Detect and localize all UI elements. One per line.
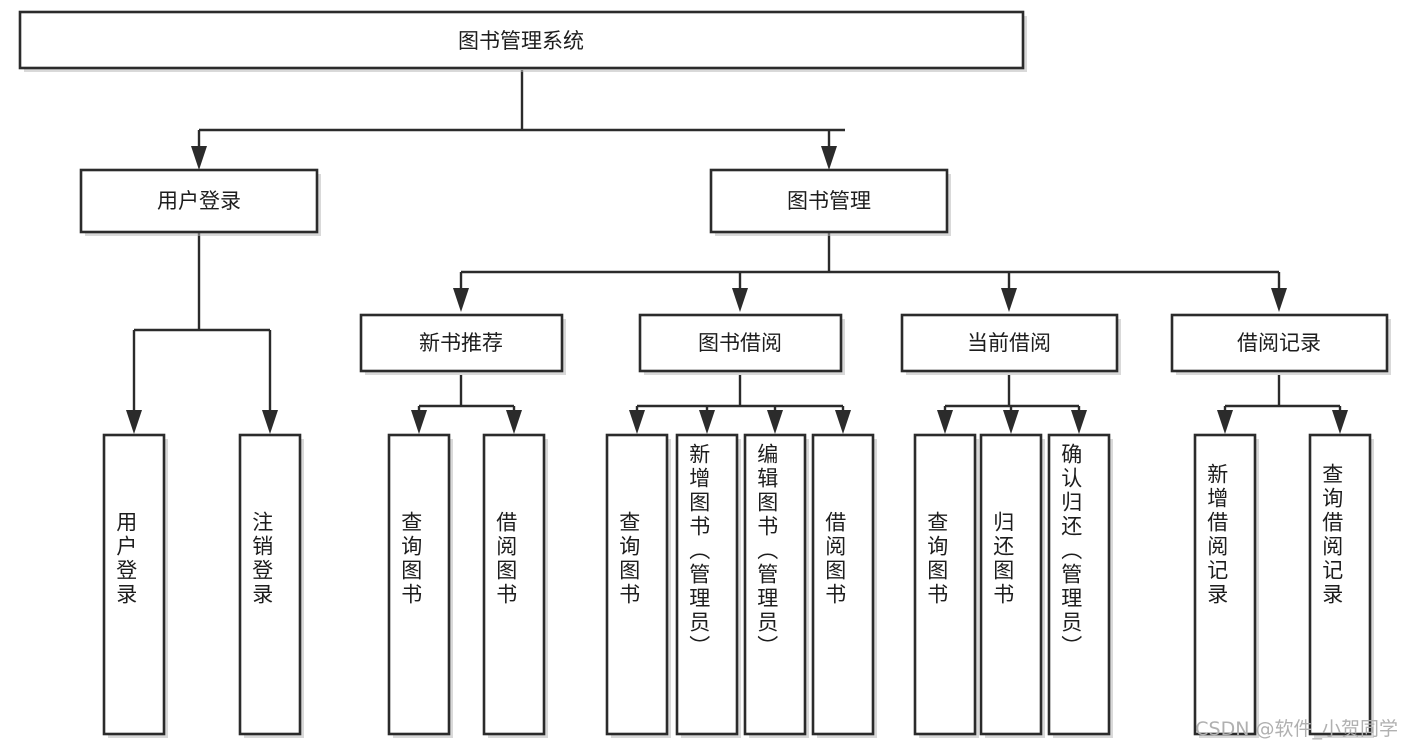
node-book-borrow[interactable]: 图书借阅 [638,313,845,375]
leaf-user-login[interactable]: 用户登录 [102,433,168,738]
node-label-borrow-record: 借阅记录 [1237,331,1321,355]
connectors-currentborrow-to-leaves [937,375,1087,434]
node-label-book-manage: 图书管理 [787,189,871,213]
arrow-to-book-borrow [732,288,748,312]
connectors-bookmanage-to-level3 [453,233,1287,312]
arrow-to-leaf-add-book [699,410,715,434]
leaf-query-book-current[interactable]: 查询图书 [913,433,979,738]
arrow-to-leaf-query-book-c [937,410,953,434]
arrow-to-leaf-query-book-a [411,410,427,434]
node-current-borrow[interactable]: 当前借阅 [900,313,1121,375]
arrow-to-leaf-query-record [1332,410,1348,434]
leaf-label-query-book-recommend: 查询图书 [399,511,423,607]
leaf-label-add-book: 新增图书（管理员） [687,443,711,659]
leaf-query-book-recommend[interactable]: 查询图书 [387,433,453,738]
node-label-book-borrow: 图书借阅 [698,331,782,355]
arrow-to-leaf-borrow-book-b [835,410,851,434]
leaf-add-borrow-record[interactable]: 新增借阅记录 [1193,433,1259,738]
connectors-bookborrow-to-leaves [629,375,851,434]
leaf-label-user-login: 用户登录 [114,511,138,607]
leaf-label-return-book: 归还图书 [991,511,1015,607]
arrow-to-leaf-add-record [1217,410,1233,434]
arrow-to-user-login [191,146,207,170]
leaf-label-query-book-current: 查询图书 [925,511,949,607]
leaf-label-confirm-return: 确认归还（管理员） [1059,443,1083,659]
node-user-login[interactable]: 用户登录 [79,168,321,236]
arrow-to-book-manage [821,146,837,170]
leaf-query-borrow-record[interactable]: 查询借阅记录 [1308,433,1374,738]
arrow-to-leaf-logout [262,410,278,434]
leaf-label-query-book-borrow: 查询图书 [617,511,641,607]
leaf-query-book-borrow[interactable]: 查询图书 [605,433,671,738]
leaf-label-edit-book: 编辑图书（管理员） [755,443,779,659]
node-book-manage[interactable]: 图书管理 [709,168,951,236]
connectors-root-to-level2 [191,70,845,170]
connectors-borrowrecord-to-leaves [1217,375,1348,434]
node-borrow-record[interactable]: 借阅记录 [1170,313,1391,375]
arrow-to-leaf-borrow-book-a [506,410,522,434]
connectors-userlogin-to-leaves [126,233,278,434]
leaf-borrow-book-recommend[interactable]: 借阅图书 [482,433,548,738]
leaf-borrow-book[interactable]: 借阅图书 [811,433,877,738]
arrow-to-leaf-user-login [126,410,142,434]
node-label-root: 图书管理系统 [458,29,584,53]
leaf-edit-book[interactable]: 编辑图书（管理员） [743,433,809,738]
csdn-watermark: CSDN @软件_小贺同学 [1195,718,1398,740]
leaf-label-borrow-book-recommend: 借阅图书 [494,511,518,607]
arrow-to-current-borrow [1001,288,1017,312]
arrow-to-new-book [453,288,469,312]
arrow-to-borrow-record [1271,288,1287,312]
leaf-return-book[interactable]: 归还图书 [979,433,1045,738]
connectors-newbook-to-leaves [411,375,522,434]
leaf-logout[interactable]: 注销登录 [238,433,304,738]
arrow-to-leaf-return-book [1003,410,1019,434]
arrow-to-leaf-confirm-return [1071,410,1087,434]
leaf-label-add-borrow-record: 新增借阅记录 [1205,463,1229,607]
node-label-user-login: 用户登录 [157,189,241,213]
arrow-to-leaf-query-book-b [629,410,645,434]
arrow-to-leaf-edit-book [767,410,783,434]
leaf-label-logout: 注销登录 [250,511,274,607]
node-root-system[interactable]: 图书管理系统 [18,10,1027,72]
node-label-current-borrow: 当前借阅 [967,331,1051,355]
node-label-new-book-recommend: 新书推荐 [419,331,503,355]
leaf-label-query-borrow-record: 查询借阅记录 [1320,463,1344,607]
node-new-book-recommend[interactable]: 新书推荐 [359,313,566,375]
leaf-confirm-return[interactable]: 确认归还（管理员） [1047,433,1113,738]
leaf-label-borrow-book: 借阅图书 [823,511,847,607]
leaf-add-book[interactable]: 新增图书（管理员） [675,433,741,738]
